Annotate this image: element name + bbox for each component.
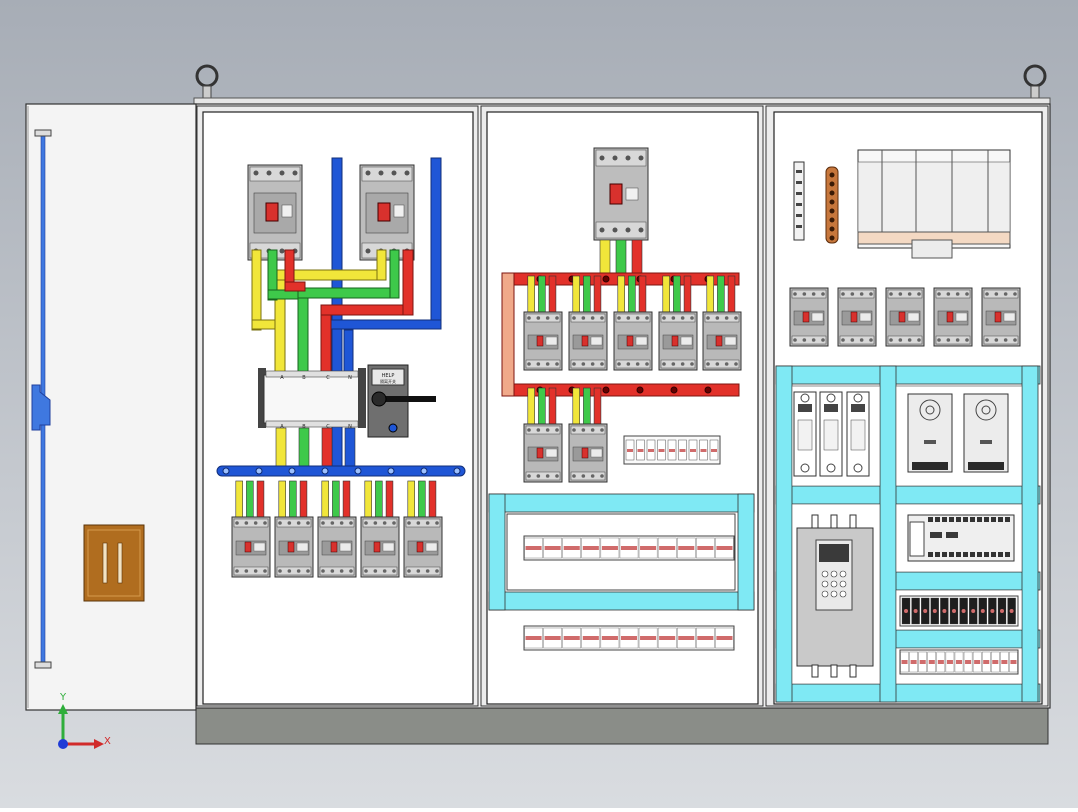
- branch-breakers-section-1: [231, 480, 443, 578]
- breaker-handle[interactable]: [536, 335, 544, 347]
- phase-label: B: [302, 375, 306, 381]
- breaker-handle[interactable]: [898, 311, 906, 323]
- main-breaker[interactable]: [247, 164, 303, 261]
- branch-breaker[interactable]: [702, 275, 742, 371]
- copper-bar: [825, 166, 839, 244]
- branch-breakers-section-2: [523, 275, 742, 371]
- terminal-row: [899, 595, 1019, 627]
- phase-label: A: [280, 424, 284, 430]
- phase-label: N: [348, 375, 352, 381]
- door-hinge: [31, 384, 51, 431]
- branch-breaker[interactable]: [231, 480, 271, 578]
- switch-label: 隔离开关: [380, 378, 396, 384]
- breaker-handle[interactable]: [581, 335, 589, 347]
- phase-label: A: [280, 375, 284, 381]
- inverter-display: [819, 544, 849, 562]
- terminal-rows-section-2: [523, 535, 735, 651]
- branch-breaker[interactable]: [523, 387, 563, 483]
- terminal-row: [523, 625, 735, 651]
- contactor-bank: [857, 149, 1011, 259]
- fuse-holder[interactable]: [846, 391, 870, 477]
- breaker-handle[interactable]: [946, 311, 954, 323]
- breaker-handle[interactable]: [850, 311, 858, 323]
- busbar-blue-link: [327, 319, 442, 330]
- main-breakers: [247, 164, 415, 261]
- axis-label-y: Y: [59, 692, 67, 703]
- din-rail-small: [793, 161, 805, 241]
- axis-triad: Y X: [58, 692, 111, 749]
- main-breaker[interactable]: [593, 147, 649, 241]
- breaker-handle[interactable]: [330, 541, 338, 553]
- plc-module: [907, 514, 1015, 562]
- frequency-inverter[interactable]: [796, 514, 874, 678]
- switch-output-bars: [275, 427, 356, 469]
- power-supplies: [907, 393, 1009, 473]
- branch-breaker[interactable]: [274, 480, 314, 578]
- branch-breaker[interactable]: [568, 387, 608, 483]
- switch-handle[interactable]: [380, 396, 436, 402]
- busbar-blue-drop: [343, 329, 354, 376]
- branch-breaker[interactable]: [981, 287, 1021, 347]
- breaker-handle[interactable]: [994, 311, 1002, 323]
- branch-breaker[interactable]: [523, 275, 563, 371]
- section-2-main-breaker: [593, 147, 649, 275]
- branch-breaker[interactable]: [317, 480, 357, 578]
- branch-breaker[interactable]: [933, 287, 973, 347]
- breaker-handle[interactable]: [244, 541, 252, 553]
- phase-label: B: [302, 424, 306, 430]
- lower-breakers-section-2: [523, 387, 608, 483]
- main-breaker-handle[interactable]: [265, 202, 279, 222]
- main-breaker[interactable]: [359, 164, 415, 261]
- branch-breaker[interactable]: [613, 275, 653, 371]
- phase-label: C: [326, 375, 330, 381]
- branch-breaker[interactable]: [403, 480, 443, 578]
- breaker-handle[interactable]: [373, 541, 381, 553]
- inverter-keypad[interactable]: [821, 570, 847, 598]
- busbar-red: [284, 249, 414, 376]
- breaker-handle[interactable]: [416, 541, 424, 553]
- branch-breaker[interactable]: [360, 480, 400, 578]
- breaker-handle[interactable]: [287, 541, 295, 553]
- fuse-holder[interactable]: [793, 391, 817, 477]
- main-breaker-handle[interactable]: [377, 202, 391, 222]
- terminal-row: [523, 535, 735, 561]
- terminal-row: [899, 649, 1019, 675]
- terminal-rows-section-3: [899, 595, 1019, 675]
- open-door[interactable]: [25, 103, 197, 711]
- busbar-blue-right: [430, 157, 442, 329]
- branch-breaker[interactable]: [885, 287, 925, 347]
- switch-brand: HELP: [382, 373, 395, 379]
- branch-breaker[interactable]: [789, 287, 829, 347]
- breaker-handle[interactable]: [536, 447, 544, 459]
- branch-breaker[interactable]: [658, 275, 698, 371]
- breakers-section-3: [789, 287, 1021, 347]
- axis-label-x: X: [104, 736, 111, 747]
- cabinet-plinth: [195, 705, 1049, 745]
- breaker-handle[interactable]: [715, 335, 723, 347]
- power-supply: [907, 393, 953, 473]
- busbar-green: [267, 249, 400, 376]
- fuse-holder[interactable]: [819, 391, 843, 477]
- door-handle[interactable]: [83, 524, 145, 602]
- branch-breaker[interactable]: [568, 275, 608, 371]
- main-breaker-handle[interactable]: [609, 183, 623, 205]
- breaker-handle[interactable]: [626, 335, 634, 347]
- phase-label: N: [348, 424, 352, 430]
- terminal-strip-small: [623, 435, 721, 465]
- cyan-mounting-frame-section-2: [488, 493, 755, 611]
- breaker-handle[interactable]: [802, 311, 810, 323]
- branch-breaker[interactable]: [837, 287, 877, 347]
- phase-label: C: [326, 424, 330, 430]
- power-supply: [963, 393, 1009, 473]
- breaker-handle[interactable]: [581, 447, 589, 459]
- breaker-handle[interactable]: [671, 335, 679, 347]
- isolator-switch[interactable]: HELP 隔离开关 A B C N A B C N: [258, 364, 436, 438]
- fuse-holders: [793, 391, 870, 477]
- bus-bolts: [222, 467, 461, 475]
- distribution-bus-blue: [216, 465, 466, 477]
